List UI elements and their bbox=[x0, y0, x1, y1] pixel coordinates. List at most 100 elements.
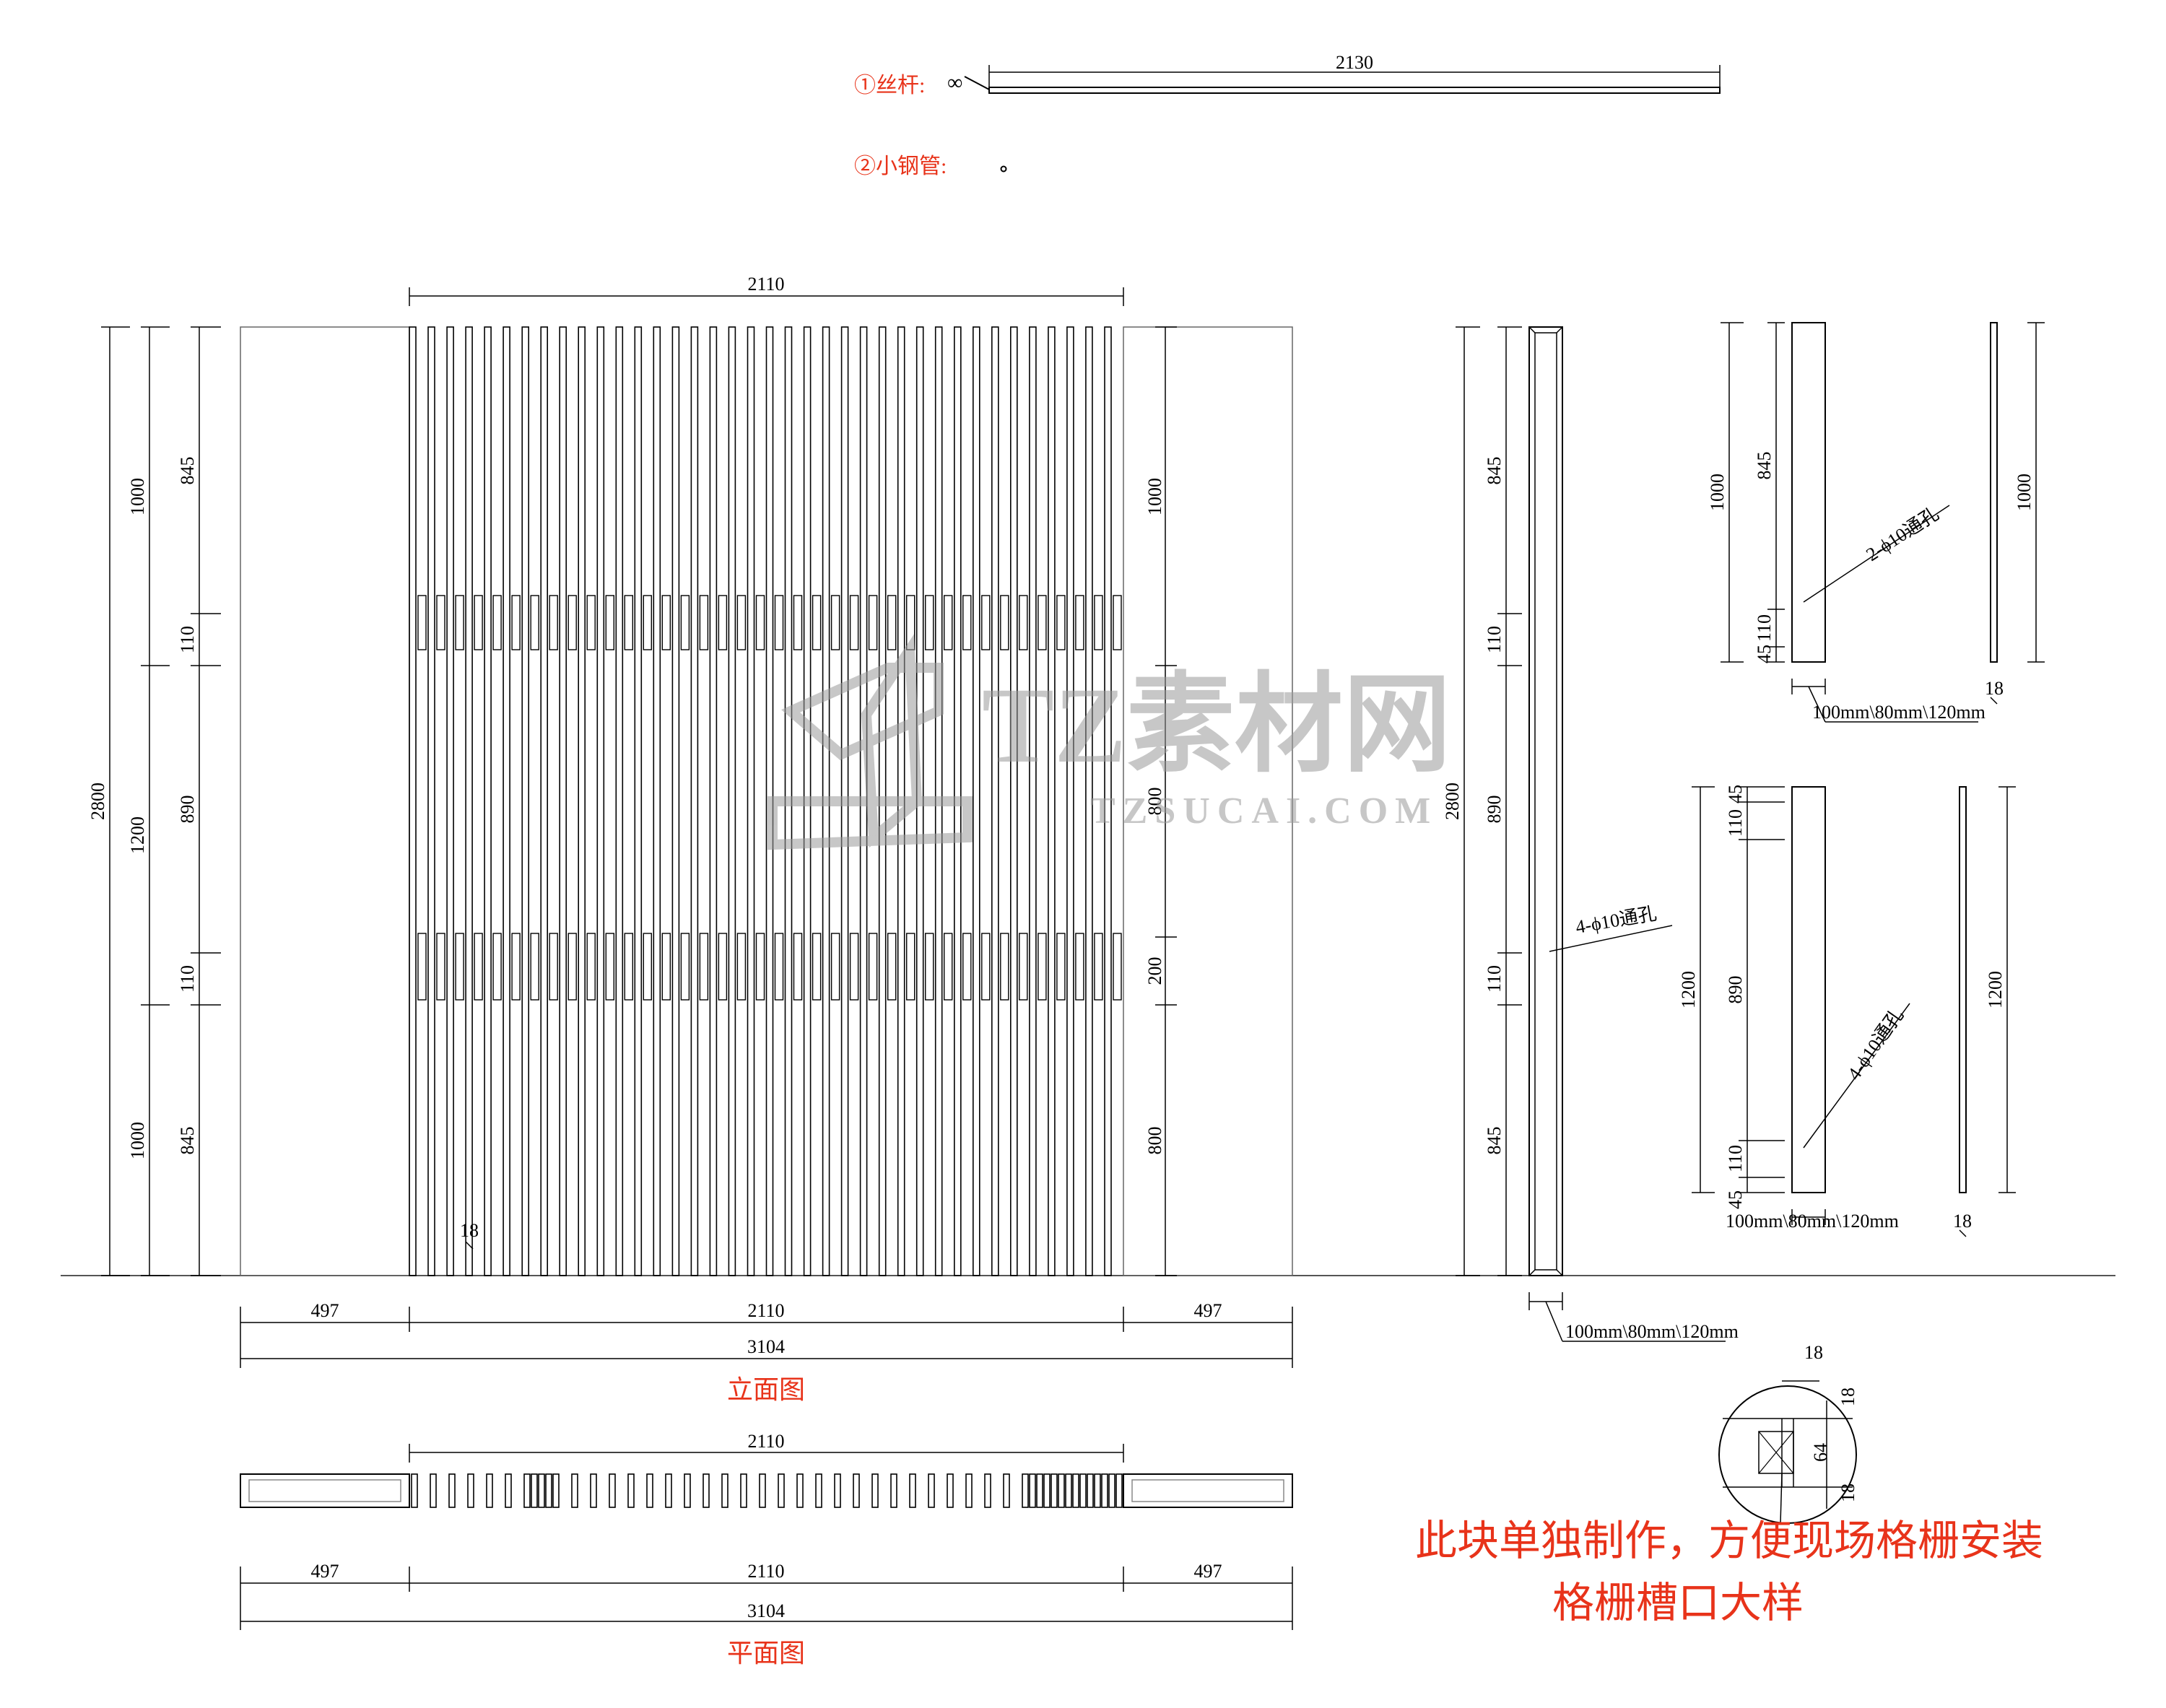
grille-slat bbox=[596, 326, 605, 1276]
slat-slot bbox=[1075, 595, 1084, 650]
middle-right-1200: 1200 bbox=[1985, 971, 2006, 1008]
grille-slat bbox=[521, 326, 530, 1276]
dim-right-800-b: 800 bbox=[1144, 1127, 1165, 1155]
plan-slat bbox=[552, 1473, 560, 1508]
elev-bottom-center: 2110 bbox=[747, 1300, 784, 1321]
side-total-2800: 2800 bbox=[1442, 783, 1463, 820]
plan-slat bbox=[984, 1473, 991, 1508]
grille-slat bbox=[465, 326, 473, 1276]
plan-bottom-center: 2110 bbox=[747, 1561, 784, 1582]
slat-slot bbox=[1075, 933, 1084, 1001]
slat-slot bbox=[924, 595, 934, 650]
plan-slat bbox=[815, 1473, 822, 1508]
middle-hole-note: 4-ϕ10通孔 bbox=[1843, 1005, 1908, 1084]
dim-845-top: 845 bbox=[177, 457, 198, 485]
plan-slat bbox=[684, 1473, 691, 1508]
plan-right-wall bbox=[1123, 1473, 1293, 1508]
rod-label: ①丝杆: bbox=[854, 74, 925, 97]
slat-slot bbox=[605, 595, 614, 650]
side-hole-note: 4-ϕ10通孔 bbox=[1574, 903, 1658, 938]
side-890: 890 bbox=[1484, 796, 1505, 824]
plan-slat bbox=[1058, 1473, 1065, 1508]
slat-slot bbox=[774, 595, 784, 650]
grille-slat bbox=[578, 326, 586, 1276]
plan-slat bbox=[1087, 1473, 1094, 1508]
upper-45: 45 bbox=[1754, 645, 1775, 663]
slat-slot bbox=[643, 933, 652, 1001]
side-845-top: 845 bbox=[1484, 457, 1505, 485]
side-845-bottom: 845 bbox=[1484, 1127, 1505, 1155]
middle-section-size: 100mm\80mm\120mm bbox=[1726, 1211, 1899, 1232]
plan-slat bbox=[1029, 1473, 1036, 1508]
elevation-bottom-dims bbox=[240, 1307, 1293, 1368]
middle-board-front bbox=[1791, 786, 1826, 1193]
middle-890: 890 bbox=[1725, 976, 1746, 1004]
grille-slat bbox=[973, 326, 980, 1276]
plan-slat bbox=[778, 1473, 785, 1508]
slot-detail: 18 18 64 18 此块单独制作，方便现场格栅安装 格栅槽口大样 bbox=[1415, 1342, 2043, 1626]
plan-slat bbox=[545, 1473, 552, 1508]
plan-slat bbox=[505, 1473, 512, 1508]
tube-label: ②小钢管: bbox=[854, 154, 947, 178]
rod-leader bbox=[964, 76, 990, 90]
slot-dim-64: 64 bbox=[1810, 1443, 1831, 1462]
slat-slot bbox=[755, 933, 765, 1001]
slot-detail-title: 格栅槽口大样 bbox=[1552, 1580, 1804, 1626]
slat-slot bbox=[417, 595, 427, 650]
grille-slat bbox=[503, 326, 510, 1276]
plan-top-width: 2110 bbox=[747, 1431, 784, 1452]
grille-slat bbox=[409, 326, 417, 1276]
slat-slot bbox=[680, 933, 690, 1001]
plan-title: 平面图 bbox=[727, 1639, 805, 1668]
dim-right-800-a: 800 bbox=[1144, 788, 1165, 816]
grille-slat bbox=[653, 326, 661, 1276]
elevation-left-dims bbox=[101, 326, 221, 1276]
slat-slot bbox=[1038, 933, 1047, 1001]
parts-list: ①丝杆: ∞ 2130 ②小钢管: bbox=[854, 52, 1721, 178]
elevation-view: 2110 2800 1000 1200 1000 845 110 890 110… bbox=[61, 274, 2115, 1404]
slat-slot bbox=[567, 595, 577, 650]
plan-slat bbox=[646, 1473, 653, 1508]
slat-slot bbox=[567, 933, 577, 1001]
grille-slat bbox=[1048, 326, 1056, 1276]
grille-slat bbox=[690, 326, 699, 1276]
grille-slat bbox=[484, 326, 492, 1276]
upper-110: 110 bbox=[1754, 614, 1775, 642]
slat-slot bbox=[455, 933, 464, 1001]
upper-hole-note: 2-ϕ10通孔 bbox=[1862, 503, 1942, 565]
grille-slat bbox=[1029, 326, 1037, 1276]
slat-slot bbox=[736, 595, 747, 650]
slat-slot bbox=[868, 933, 878, 1001]
grille-slats bbox=[409, 326, 1122, 1276]
slat-slot bbox=[774, 933, 784, 1001]
slat-slot bbox=[511, 933, 521, 1001]
dim-110-a: 110 bbox=[177, 626, 198, 653]
plan-slat bbox=[1043, 1473, 1051, 1508]
slat-slot bbox=[492, 595, 502, 650]
plan-slat bbox=[853, 1473, 860, 1508]
slat-slot bbox=[530, 933, 539, 1001]
slat-slot bbox=[849, 933, 859, 1001]
slat-slot bbox=[624, 933, 633, 1001]
plan-bottom-dims bbox=[240, 1567, 1293, 1630]
dim-upper-1000: 1000 bbox=[127, 478, 148, 515]
slat-slot bbox=[1094, 933, 1103, 1001]
slat-slot bbox=[793, 595, 803, 650]
plan-slat bbox=[486, 1473, 493, 1508]
plan-slat bbox=[531, 1473, 538, 1508]
grille-slat bbox=[671, 326, 680, 1276]
slat-slot bbox=[1038, 595, 1047, 650]
slat-slot bbox=[962, 595, 972, 650]
slat-slot bbox=[962, 933, 972, 1001]
slot-note: 此块单独制作，方便现场格栅安装 bbox=[1415, 1517, 2043, 1564]
slot-detail-circle bbox=[1718, 1385, 1857, 1524]
rod-symbol: ∞ bbox=[947, 71, 962, 95]
plan-slat bbox=[834, 1473, 841, 1508]
plan-slat bbox=[796, 1473, 804, 1508]
dim-890: 890 bbox=[177, 796, 198, 824]
middle-1200: 1200 bbox=[1678, 971, 1699, 1008]
side-section-size: 100mm\80mm\120mm bbox=[1565, 1321, 1739, 1342]
slat-slot bbox=[492, 933, 502, 1001]
rod-length-dim: 2130 bbox=[1336, 52, 1373, 73]
slat-slot bbox=[661, 595, 671, 650]
